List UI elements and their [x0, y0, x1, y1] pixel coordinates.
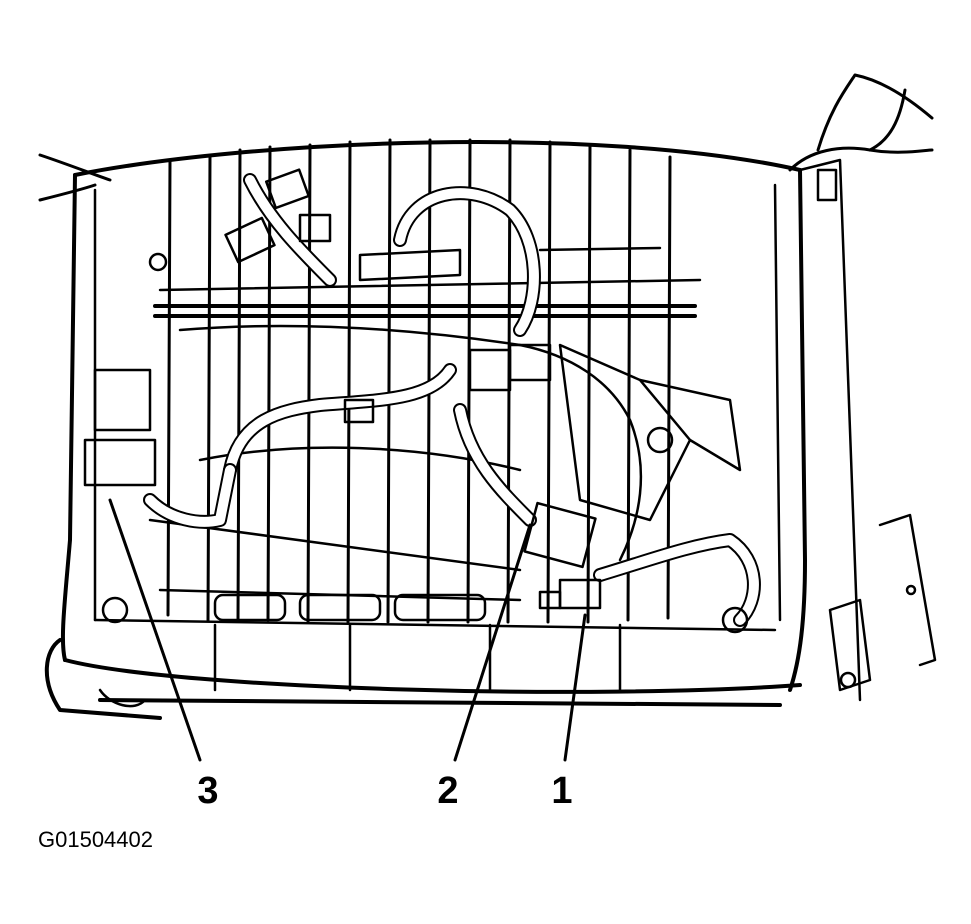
seat-adjuster-motor — [558, 343, 742, 522]
upper-rail — [158, 246, 702, 292]
leader-line-1 — [563, 613, 587, 762]
seat-pan — [148, 324, 643, 602]
callout-label-1: 1 — [551, 770, 572, 812]
callout-label-2: 2 — [437, 770, 458, 812]
frame-lower-slots — [213, 593, 487, 622]
callout-leaders — [108, 498, 587, 762]
frame-cross-bar — [153, 304, 697, 318]
upper-connectors — [224, 168, 332, 264]
right-side-module — [798, 158, 937, 702]
bottom-tabs — [98, 623, 622, 708]
leader-line-2 — [453, 523, 532, 762]
seat-frame — [44, 140, 807, 720]
lower-connectors — [523, 501, 602, 610]
callout-label-3: 3 — [197, 770, 218, 812]
seat-upholstery-right — [788, 73, 934, 172]
figure-id: G01504402 — [38, 827, 153, 852]
wiring-harness — [143, 173, 761, 627]
center-connectors — [343, 343, 552, 424]
seat-upholstery-left — [38, 153, 112, 202]
left-bracket-module — [83, 252, 749, 634]
leader-line-3 — [108, 498, 202, 762]
